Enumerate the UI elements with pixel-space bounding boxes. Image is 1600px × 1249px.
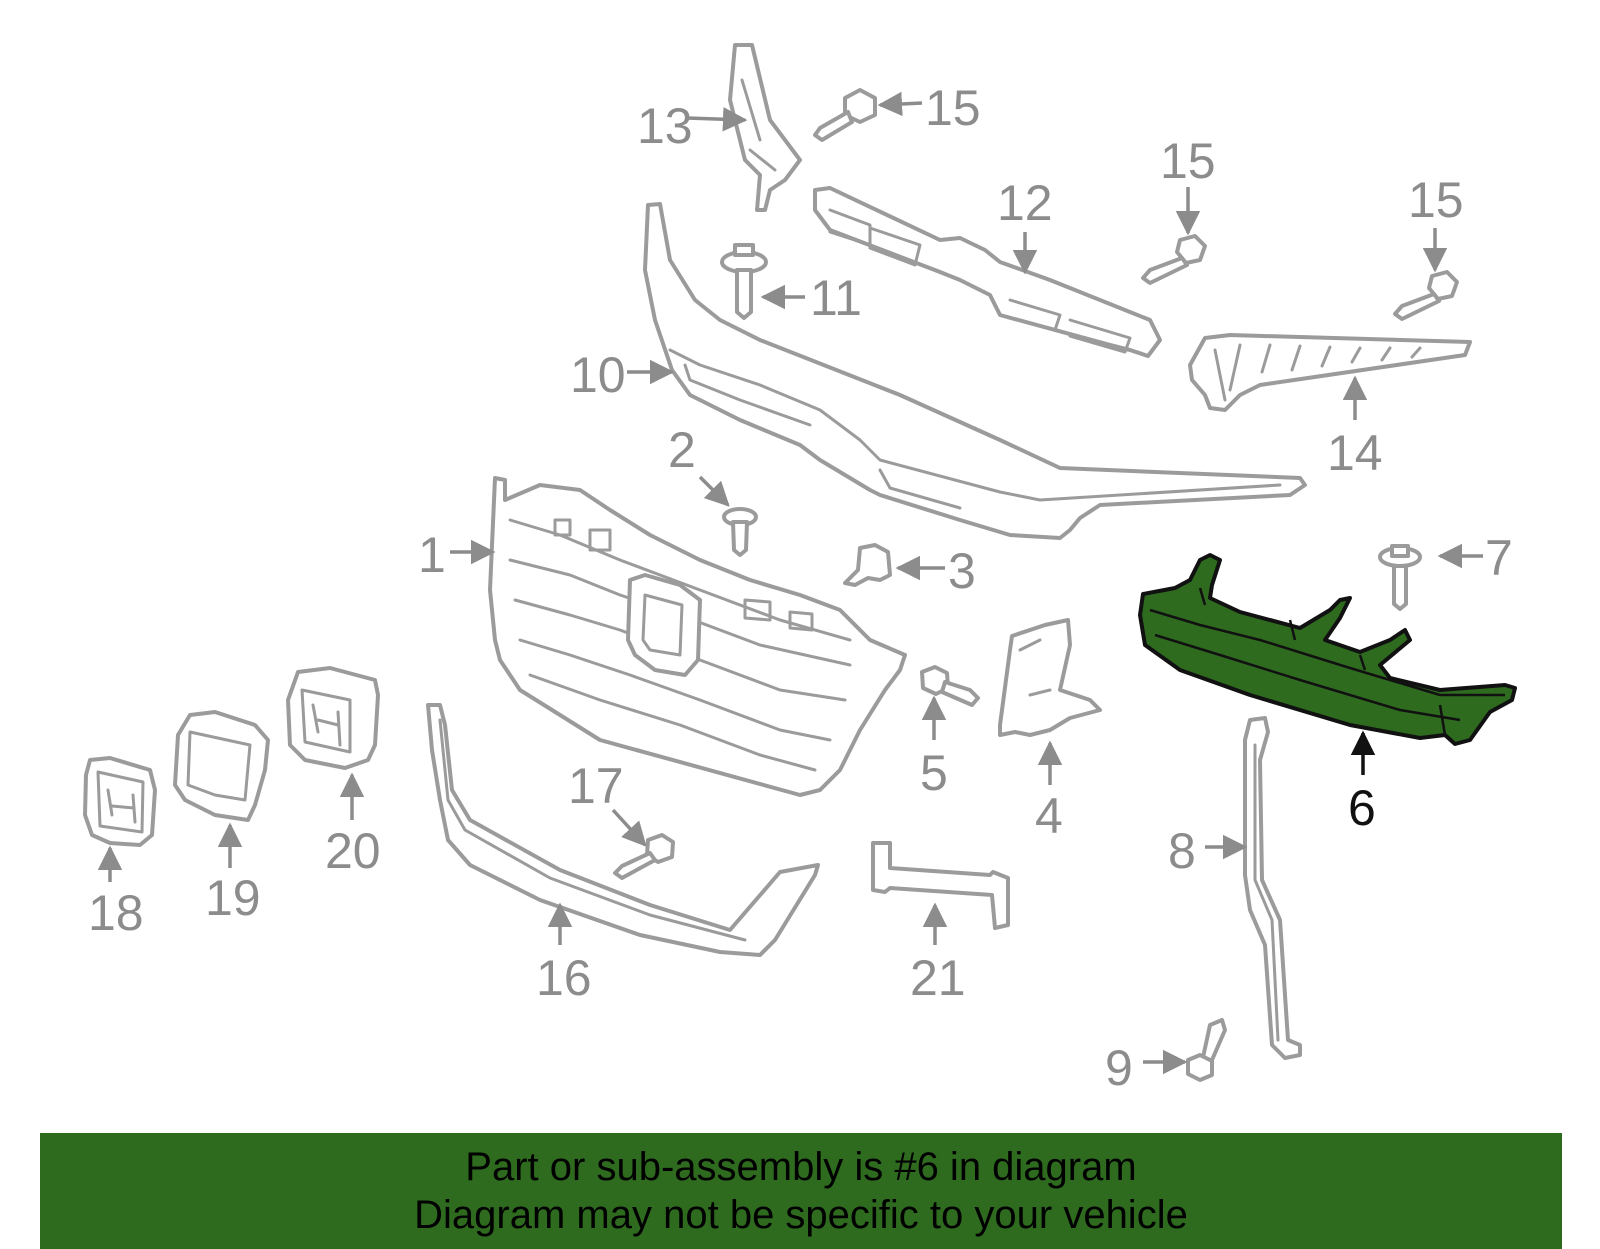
- part-13-bracket: [728, 43, 802, 212]
- part-15-bolt-right: [1393, 270, 1459, 321]
- callout-20: 20: [325, 823, 381, 879]
- part-21-lower-bracket: [871, 841, 1010, 930]
- callout-7: 7: [1485, 530, 1513, 586]
- callout-9: 9: [1105, 1040, 1133, 1096]
- part-2-push-clip: [722, 507, 758, 557]
- part-6-shape: [1138, 553, 1517, 746]
- callout-19: 19: [205, 870, 261, 926]
- part-15-bolt-middle: [1141, 234, 1207, 285]
- part-3-clip: [843, 543, 892, 587]
- callout-5: 5: [920, 745, 948, 801]
- callout-14: 14: [1327, 425, 1383, 481]
- part-19-emblem-frame: [173, 710, 270, 822]
- part-16-lower-moulding: [426, 703, 820, 957]
- part-4-bracket: [998, 618, 1102, 737]
- part-11-clip: [720, 243, 768, 320]
- callout-1: 1: [418, 527, 446, 583]
- part-9-bolt: [1186, 1018, 1227, 1082]
- callout-17: 17: [568, 758, 624, 814]
- part-14-right-bracket: [1188, 333, 1472, 412]
- info-banner: Part or sub-assembly is #6 in diagram Di…: [40, 1133, 1562, 1249]
- callout-13: 13: [637, 98, 693, 154]
- part-6-reinforcement: [1138, 553, 1517, 746]
- part-1-grille: [488, 476, 907, 797]
- part-7-bolt: [1378, 544, 1422, 611]
- part-18-emblem: [83, 756, 157, 847]
- callout-21: 21: [910, 950, 966, 1006]
- callout-3: 3: [948, 543, 976, 599]
- part-15-bolt-top: [813, 88, 877, 142]
- part-5-bolt: [920, 665, 980, 707]
- banner-line-1: Part or sub-assembly is #6 in diagram: [465, 1145, 1137, 1189]
- part-17-bolt: [613, 833, 675, 880]
- part-8-stay: [1243, 716, 1302, 1060]
- callout-10: 10: [570, 347, 626, 403]
- part-10-moulding: [643, 202, 1307, 540]
- callout-4: 4: [1035, 788, 1063, 844]
- callout-15-right: 15: [1408, 172, 1464, 228]
- callout-2: 2: [668, 422, 696, 478]
- callout-15-middle: 15: [1160, 133, 1216, 189]
- callout-16: 16: [536, 950, 592, 1006]
- callout-12: 12: [997, 175, 1053, 231]
- callout-8: 8: [1168, 823, 1196, 879]
- callout-18: 18: [88, 885, 144, 941]
- callout-6: 6: [1348, 780, 1376, 836]
- callout-15-top: 15: [925, 80, 981, 136]
- banner-line-2: Diagram may not be specific to your vehi…: [414, 1193, 1188, 1237]
- part-20-emblem-housing: [286, 666, 380, 770]
- part-12-upper-bracket: [813, 186, 1162, 358]
- callout-11: 11: [810, 270, 862, 326]
